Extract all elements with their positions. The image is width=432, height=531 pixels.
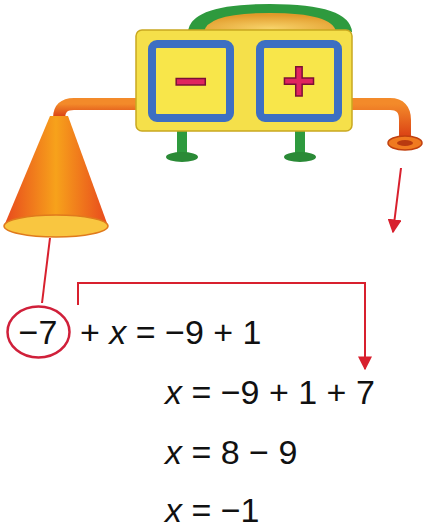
funnel <box>4 116 108 226</box>
equation-part: = −9 + 1 <box>126 313 261 351</box>
circled-number: −7 <box>6 305 71 359</box>
leg-foot <box>284 152 316 162</box>
equation-line: x = 8 − 9 <box>165 432 297 472</box>
equation-line: x = −1 <box>165 490 260 530</box>
minus-button: − <box>148 40 234 122</box>
outlet-hole <box>397 140 413 146</box>
equation-part: = −9 + 1 + 7 <box>182 373 375 411</box>
variable: x <box>109 313 126 351</box>
orange-dome <box>204 13 336 32</box>
equation-part: = 8 − 9 <box>182 433 297 471</box>
outlet <box>388 136 422 150</box>
variable: x <box>165 373 182 411</box>
funnel-mouth <box>4 215 108 237</box>
circle-outline <box>7 307 69 358</box>
right-pipe <box>350 104 405 140</box>
machine-body <box>136 30 352 131</box>
variable: x <box>165 433 182 471</box>
left-pipe <box>59 104 138 118</box>
node-text: −7 <box>19 312 58 352</box>
equation-line: + x = −9 + 1 <box>80 312 261 352</box>
move-arrow <box>78 283 365 369</box>
green-dome <box>188 4 352 32</box>
variable: x <box>165 491 182 529</box>
plus-button: + <box>256 40 342 122</box>
node-text: − <box>174 52 208 110</box>
node-text: + <box>282 52 316 110</box>
equation-part: + <box>80 313 109 351</box>
equation-part: = −1 <box>182 491 260 529</box>
equation-line: x = −9 + 1 + 7 <box>165 372 375 412</box>
leg-foot <box>166 152 198 162</box>
leader-line <box>42 238 50 303</box>
output-arrow <box>393 168 401 232</box>
